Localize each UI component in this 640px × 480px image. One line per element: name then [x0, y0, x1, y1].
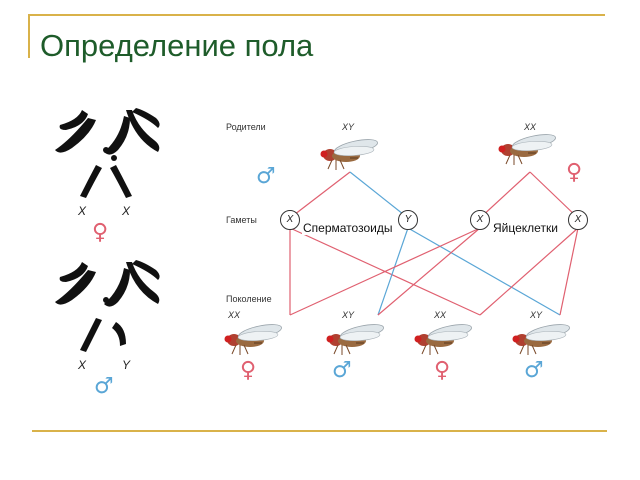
father-genotype: XY: [342, 122, 355, 132]
slide-title: Определение пола: [40, 28, 314, 63]
cross-lines: [289, 171, 579, 316]
sperm-label: Сперматозоиды: [302, 221, 394, 235]
offspring-genotype-2: XY: [342, 310, 355, 320]
offspring-symbol-icon-2: ♂: [332, 358, 352, 383]
offspring-fly-image-2: [326, 321, 386, 356]
offspring-fly-image-1: [224, 321, 284, 356]
mother-fly-image: [498, 131, 558, 166]
egg-gamete-x-2: X: [568, 210, 588, 230]
offspring-symbol-icon-3: ♀: [434, 358, 451, 383]
offspring-genotype-1: XX: [228, 310, 241, 320]
bottom-decor-line: [32, 430, 607, 432]
father-fly-image: [320, 136, 380, 171]
offspring-fly-image-4: [512, 321, 572, 356]
male-chromosome-set: [55, 260, 160, 352]
male-symbol-icon: ♂: [94, 374, 114, 399]
offspring-genotype-3: XX: [434, 310, 447, 320]
female-chromosome-set: [55, 108, 160, 198]
gametes-label: Гаметы: [226, 215, 257, 225]
top-decor-line: [30, 14, 605, 16]
male-chrom-label-2: Y: [122, 358, 131, 372]
egg-gamete-x-1: X: [470, 210, 490, 230]
female-symbol-icon: ♀: [92, 220, 109, 245]
left-decor-line: [28, 14, 30, 58]
offspring-genotype-4: XY: [530, 310, 543, 320]
mother-genotype: XX: [524, 122, 537, 132]
eggs-label: Яйцеклетки: [492, 221, 559, 235]
generation-label: Поколение: [226, 294, 272, 304]
parents-label: Родители: [226, 122, 266, 132]
mother-symbol-icon: ♀: [566, 160, 583, 185]
father-symbol-icon: ♂: [256, 164, 276, 189]
male-chrom-label-1: X: [78, 358, 87, 372]
female-chrom-label-1: X: [78, 204, 87, 218]
sperm-gamete-x: X: [280, 210, 300, 230]
offspring-symbol-icon-4: ♂: [524, 358, 544, 383]
offspring-symbol-icon-1: ♀: [240, 358, 257, 383]
female-chrom-label-2: X: [122, 204, 131, 218]
sperm-gamete-y: Y: [398, 210, 418, 230]
offspring-fly-image-3: [414, 321, 474, 356]
